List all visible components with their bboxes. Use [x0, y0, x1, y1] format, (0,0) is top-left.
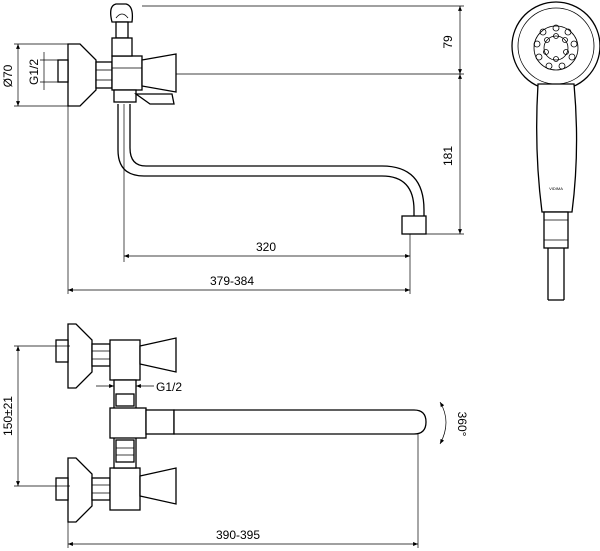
spout-tube [117, 104, 415, 216]
side-view: 79 181 Ø70 G1/2 320 379-384 [1, 3, 464, 294]
shower-brand: VIDIMA [549, 186, 563, 191]
shower-head [511, 1, 600, 91]
holder-stem [115, 21, 129, 39]
diverter-knob [113, 89, 137, 103]
dim-thread-side: G1/2 [27, 59, 41, 85]
hose-nut [543, 211, 569, 249]
top-spout [173, 409, 427, 435]
dim-total-length-side: 379-384 [210, 274, 254, 288]
lower-valve-body [109, 467, 141, 511]
spout-swivel [109, 407, 147, 439]
shower-handle [536, 83, 578, 213]
dim-thread-top: G1/2 [156, 380, 182, 394]
upper-valve-body [109, 339, 141, 381]
dim-total-length-top: 390-395 [216, 528, 260, 542]
wall-connector [57, 59, 69, 83]
shower-hose [547, 248, 565, 300]
spray-nozzles [533, 24, 578, 70]
wall-flange [67, 43, 97, 107]
mixer-body [111, 55, 143, 91]
dim-height-top: 79 [441, 35, 455, 49]
lower-wall-flange [67, 457, 93, 523]
hand-shower: VIDIMA [511, 1, 600, 301]
diverter-button [145, 409, 175, 435]
top-view: 360° G1/2 150±21 390-395 [1, 323, 469, 548]
hex-nut [95, 61, 113, 89]
dim-rotation: 360° [455, 412, 469, 437]
dim-diameter: Ø70 [1, 64, 15, 87]
dim-height-spout: 181 [441, 146, 455, 166]
lower-hex-nut [91, 477, 111, 501]
shower-outlet [115, 393, 135, 407]
upper-hex-nut [91, 343, 111, 367]
dim-centres: 150±21 [1, 396, 15, 436]
rotation-arrow [439, 401, 447, 445]
aerator [401, 215, 427, 235]
lower-valve-handle [139, 467, 177, 505]
valve-handle [141, 53, 177, 93]
upper-valve-handle [139, 337, 177, 373]
upper-wall-flange [67, 323, 93, 389]
shower-holder [110, 3, 134, 23]
dim-spout-reach: 320 [256, 240, 276, 254]
